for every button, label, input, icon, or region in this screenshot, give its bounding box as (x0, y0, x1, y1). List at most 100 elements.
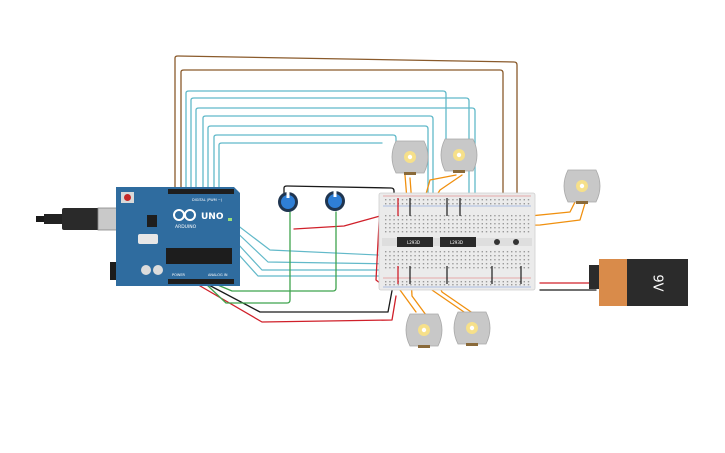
breadboard-hole (452, 219, 454, 221)
breadboard-hole (448, 263, 450, 265)
breadboard-hole (485, 227, 488, 229)
breadboard-hole (427, 227, 429, 229)
wire-green-2[interactable] (212, 211, 337, 292)
breadboard-hole (506, 284, 509, 286)
wire-red-pots[interactable] (293, 204, 391, 230)
breadboard-hole (494, 259, 496, 261)
breadboard-hole (456, 255, 458, 257)
breadboard-hole (485, 215, 488, 217)
motor-right[interactable] (563, 169, 601, 204)
battery-9v[interactable]: 9V (589, 259, 688, 306)
breadboard-hole (477, 231, 479, 233)
wire-cyan-1[interactable] (185, 90, 447, 196)
breadboard-hole (410, 255, 412, 257)
breadboard-hole (515, 255, 517, 257)
breadboard-hole (498, 223, 500, 225)
wire-cyan-8[interactable] (227, 217, 401, 257)
breadboard-hole (469, 251, 471, 253)
breadboard-hole (469, 267, 471, 269)
motor-bottom-right[interactable] (453, 311, 491, 346)
motor-top-middle[interactable] (440, 138, 478, 173)
breadboard-hole (494, 251, 496, 253)
wire-cyan-9[interactable] (227, 223, 401, 265)
breadboard-hole (414, 223, 416, 225)
motor-top-left[interactable] (391, 140, 429, 175)
breadboard-hole (477, 259, 479, 261)
breadboard-hole (515, 219, 517, 221)
breadboard-hole (490, 227, 492, 229)
breadboard-hole (464, 227, 467, 229)
wire-brown-outer[interactable] (174, 55, 518, 216)
breadboard-hole (502, 223, 504, 225)
wire-cyan-4[interactable] (202, 115, 434, 216)
breadboard-hole (443, 223, 446, 225)
breadboard-hole (515, 227, 517, 229)
breadboard-hole (448, 231, 450, 233)
reset-button-cap[interactable] (124, 194, 131, 201)
breadboard[interactable]: L293D L293D (378, 192, 536, 291)
motor-bottom-left[interactable] (405, 313, 443, 348)
breadboard-hole (410, 284, 412, 286)
breadboard-hole (460, 219, 462, 221)
breadboard-hole (477, 203, 479, 205)
breadboard-hole (389, 219, 391, 221)
wire-cyan-5[interactable] (207, 125, 429, 216)
breadboard-hole (464, 251, 467, 253)
breadboard-hole (515, 267, 517, 269)
ic-right[interactable] (440, 237, 476, 247)
breadboard-hole (393, 255, 395, 257)
breadboard-hole (511, 199, 513, 201)
potentiometer-right[interactable] (325, 191, 345, 211)
breadboard-hole (422, 199, 425, 201)
breadboard-hole (469, 203, 471, 205)
wire-brown-inner[interactable] (180, 69, 504, 216)
breadboard-hole (431, 281, 433, 283)
ic-left[interactable] (397, 237, 433, 247)
breadboard-hole (464, 255, 467, 257)
breadboard-hole (452, 203, 454, 205)
wire-black-pots[interactable] (283, 185, 395, 213)
breadboard-hole (490, 203, 492, 205)
breadboard-hole (452, 281, 454, 283)
breadboard-hole (401, 263, 404, 265)
breadboard-hole (418, 259, 420, 261)
breadboard-hole (435, 199, 437, 201)
potentiometer-left[interactable] (278, 192, 298, 212)
breadboard-hole (460, 267, 462, 269)
wire-cyan-7[interactable] (218, 142, 383, 196)
breadboard-hole (511, 219, 513, 221)
breadboard-hole (481, 281, 483, 283)
breadboard-hole (485, 203, 488, 205)
breadboard-hole (431, 219, 433, 221)
breadboard-hole (435, 215, 437, 217)
breadboard-hole (515, 199, 517, 201)
breadboard-hole (448, 227, 450, 229)
wire-green-1[interactable] (204, 211, 291, 304)
breadboard-hole (439, 255, 441, 257)
breadboard-hole (473, 251, 475, 253)
breadboard-hole (494, 215, 496, 217)
breadboard-hole (473, 227, 475, 229)
ic-left-label: L293D (407, 240, 420, 245)
breadboard-hole (427, 215, 429, 217)
breadboard-hole (464, 203, 467, 205)
arduino-uno[interactable]: UNO ARDUINO DIGITAL (PWM ~) POWER ANALOG… (36, 187, 240, 286)
breadboard-hole (397, 284, 399, 286)
breadboard-hole (523, 263, 525, 265)
breadboard-hole (460, 199, 462, 201)
breadboard-hole (414, 231, 416, 233)
wire-cyan-2[interactable] (190, 97, 470, 216)
breadboard-hole (469, 223, 471, 225)
breadboard-hole (427, 251, 429, 253)
breadboard-hole (473, 259, 475, 261)
breadboard-hole (523, 223, 525, 225)
breadboard-hole (519, 263, 521, 265)
breadboard-hole (490, 251, 492, 253)
breadboard-hole (473, 219, 475, 221)
breadboard-hole (385, 251, 387, 253)
breadboard-hole (456, 227, 458, 229)
wire-cyan-6[interactable] (213, 134, 397, 196)
breadboard-hole (435, 267, 437, 269)
wire-cyan-3[interactable] (195, 107, 476, 216)
